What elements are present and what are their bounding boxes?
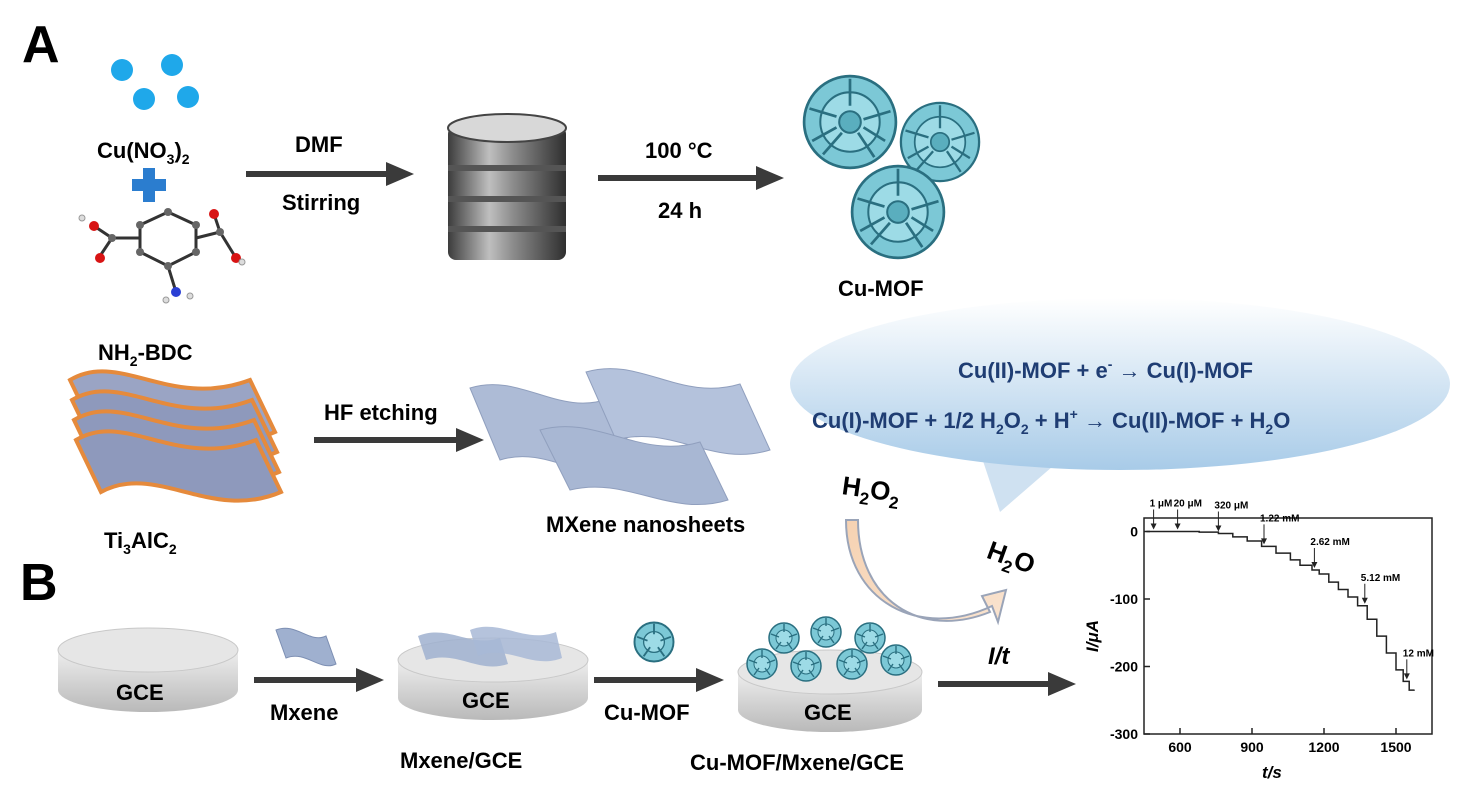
step-b3-label: I/t bbox=[988, 643, 1010, 670]
electrode-label-2: GCE bbox=[462, 688, 510, 713]
modified-electrode-disc bbox=[737, 616, 923, 732]
x-tick-label: 900 bbox=[1240, 739, 1264, 755]
reaction-bubble bbox=[790, 298, 1450, 512]
bubble-equation-2: Cu(I)-MOF + 1/2 H2O2 + H+ → Cu(II)-MOF +… bbox=[812, 406, 1290, 437]
stage1-caption: Mxene/GCE bbox=[400, 748, 522, 773]
annotation-label: 1.22 mM bbox=[1260, 513, 1299, 524]
step2-bottom-label: 24 h bbox=[658, 198, 702, 223]
copper-nitrate-label: Cu(NO3)2 bbox=[97, 138, 190, 167]
mof-particle-icon bbox=[633, 621, 675, 663]
molecule-atoms bbox=[78, 208, 246, 304]
annotation-label: 320 μM bbox=[1214, 501, 1248, 512]
autoclave-icon bbox=[447, 113, 567, 260]
mxene-nanosheets bbox=[469, 368, 771, 505]
annotation-label: 1 μM bbox=[1150, 499, 1173, 510]
annotation-arrowhead bbox=[1261, 538, 1267, 545]
x-axis-label: t/s bbox=[1262, 763, 1282, 782]
arrow-b1 bbox=[254, 668, 384, 692]
ligand-label: NH2-BDC bbox=[98, 340, 193, 369]
panel-label-b: B bbox=[20, 554, 58, 612]
annotation-arrowhead bbox=[1403, 673, 1410, 680]
annotation-arrowhead bbox=[1174, 523, 1181, 530]
reactant-label: H2O2 bbox=[840, 470, 902, 513]
max-phase-layers bbox=[67, 369, 284, 503]
bubble-equation-1: Cu(II)-MOF + e- → Cu(I)-MOF bbox=[958, 356, 1253, 383]
x-tick-label: 1200 bbox=[1308, 739, 1339, 755]
step2-top-label: 100 °C bbox=[645, 138, 713, 163]
annotation-label: 20 μM bbox=[1174, 499, 1202, 510]
annotation-arrowhead bbox=[1311, 561, 1318, 568]
step-b2-label: Cu-MOF bbox=[604, 700, 690, 725]
current-trace bbox=[1146, 530, 1415, 691]
annotation-arrowhead bbox=[1215, 525, 1222, 532]
mxene-sheet-icon bbox=[275, 627, 337, 667]
cu-mof-label: Cu-MOF bbox=[838, 276, 924, 301]
copper-salt-dots bbox=[111, 54, 199, 110]
plus-icon bbox=[132, 168, 166, 202]
annotation-arrowhead bbox=[1150, 523, 1157, 530]
y-tick-label: 0 bbox=[1130, 524, 1138, 540]
panel-label-a: A bbox=[22, 16, 60, 74]
arrow-step2 bbox=[598, 166, 784, 190]
y-tick-label: -300 bbox=[1110, 726, 1138, 742]
molecule-icon bbox=[93, 210, 238, 293]
arrow-b3 bbox=[938, 672, 1076, 696]
step-b1-label: Mxene bbox=[270, 700, 338, 725]
mxene-electrode-disc bbox=[397, 626, 589, 720]
arrow-b2 bbox=[594, 668, 724, 692]
annotation-label: 12 mM bbox=[1403, 648, 1434, 659]
electrode-label-1: GCE bbox=[116, 680, 164, 705]
y-tick-label: -200 bbox=[1110, 659, 1138, 675]
nanosheets-label: MXene nanosheets bbox=[546, 512, 745, 537]
arrow-step1 bbox=[246, 162, 414, 186]
plot-frame bbox=[1143, 517, 1433, 735]
electrode-label-3: GCE bbox=[804, 700, 852, 725]
precursor-label: Ti3AlC2 bbox=[104, 528, 177, 557]
x-tick-label: 1500 bbox=[1380, 739, 1411, 755]
step1-top-label: DMF bbox=[295, 132, 343, 157]
product-label: H2O bbox=[982, 535, 1040, 584]
bare-electrode-disc bbox=[57, 627, 239, 712]
cu-mof-crystals bbox=[802, 74, 981, 260]
annotation-label: 5.12 mM bbox=[1361, 573, 1400, 584]
annotation-arrowhead bbox=[1361, 597, 1368, 604]
stage2-caption: Cu-MOF/Mxene/GCE bbox=[690, 750, 904, 775]
curved-arrow-icon bbox=[844, 519, 1008, 626]
etching-label: HF etching bbox=[324, 400, 438, 425]
step1-bottom-label: Stirring bbox=[282, 190, 360, 215]
annotation-label: 2.62 mM bbox=[1310, 537, 1349, 548]
x-tick-label: 600 bbox=[1168, 739, 1192, 755]
y-tick-label: -100 bbox=[1110, 591, 1138, 607]
arrow-etching bbox=[314, 428, 484, 452]
y-axis-label: I/μA bbox=[1083, 620, 1102, 652]
